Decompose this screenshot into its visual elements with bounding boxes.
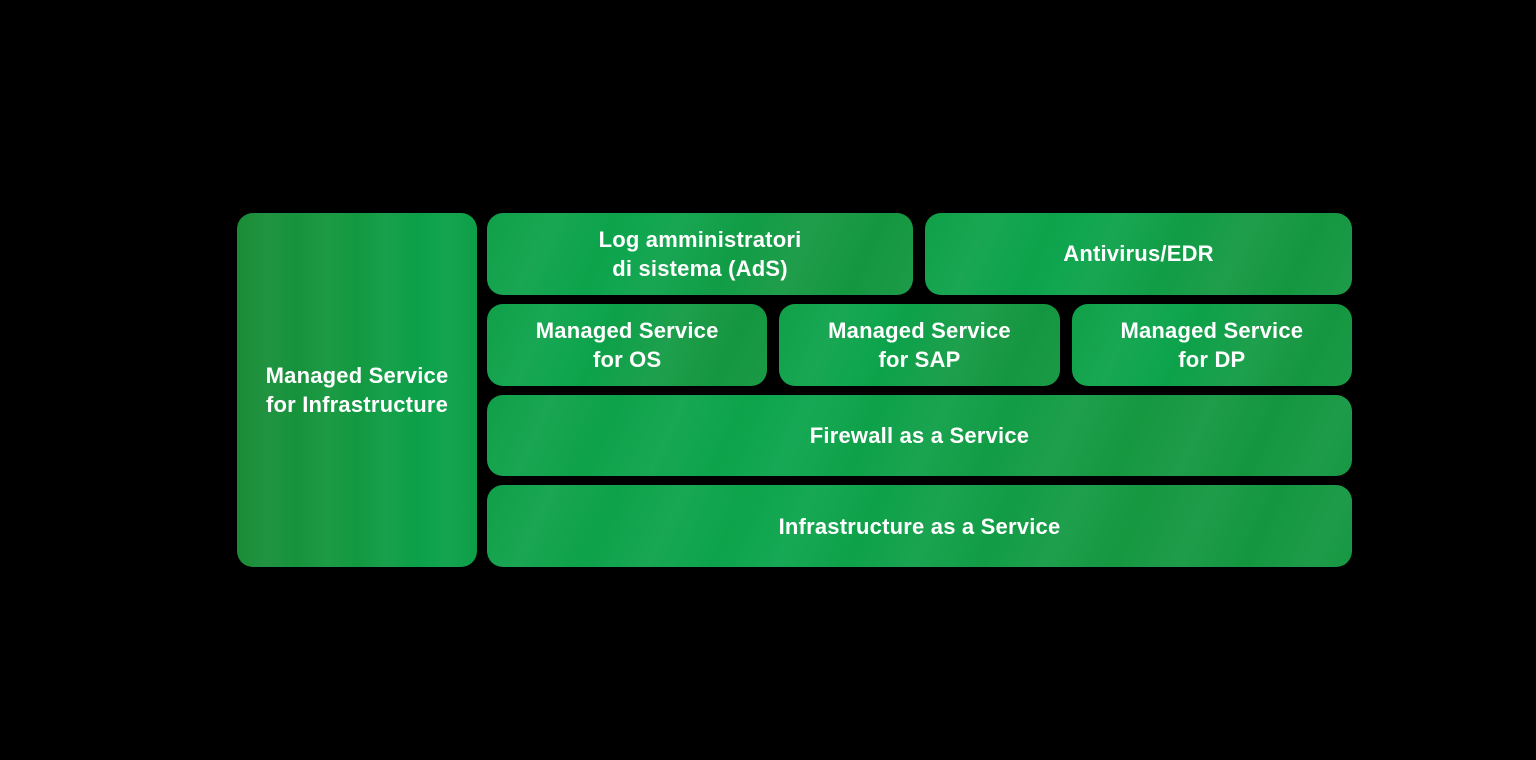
- stack-row-1: Log amministratori di sistema (AdS) Anti…: [487, 213, 1352, 295]
- box-firewall-as-a-service-label: Firewall as a Service: [809, 422, 1030, 448]
- box-infrastructure-as-a-service-label: Infrastructure as a Service: [778, 513, 1061, 539]
- box-log-ads-label: Log amministratori di sistema (AdS): [598, 226, 802, 281]
- box-managed-service-dp-label: Managed Service for DP: [1120, 317, 1304, 372]
- box-managed-service-dp: Managed Service for DP: [1071, 303, 1352, 386]
- services-stack-diagram: Managed Service for Infrastructure Log a…: [237, 213, 1352, 567]
- stack-right-column: Log amministratori di sistema (AdS) Anti…: [487, 213, 1352, 567]
- box-managed-service-os-label: Managed Service for OS: [535, 317, 719, 372]
- box-managed-service-infrastructure: Managed Service for Infrastructure: [237, 213, 477, 567]
- box-firewall-as-a-service: Firewall as a Service: [487, 394, 1352, 477]
- box-managed-service-os: Managed Service for OS: [487, 303, 768, 386]
- box-managed-service-sap: Managed Service for SAP: [779, 303, 1060, 386]
- box-managed-service-infrastructure-label: Managed Service for Infrastructure: [265, 362, 449, 417]
- stack-row-3: Firewall as a Service: [487, 394, 1352, 477]
- box-log-ads: Log amministratori di sistema (AdS): [487, 213, 913, 295]
- stack-row-4: Infrastructure as a Service: [487, 485, 1352, 567]
- stack-row-2: Managed Service for OS Managed Service f…: [487, 303, 1352, 386]
- box-managed-service-sap-label: Managed Service for SAP: [828, 317, 1011, 372]
- box-infrastructure-as-a-service: Infrastructure as a Service: [487, 485, 1352, 567]
- box-antivirus-edr-label: Antivirus/EDR: [1063, 241, 1214, 267]
- box-antivirus-edr: Antivirus/EDR: [925, 213, 1352, 295]
